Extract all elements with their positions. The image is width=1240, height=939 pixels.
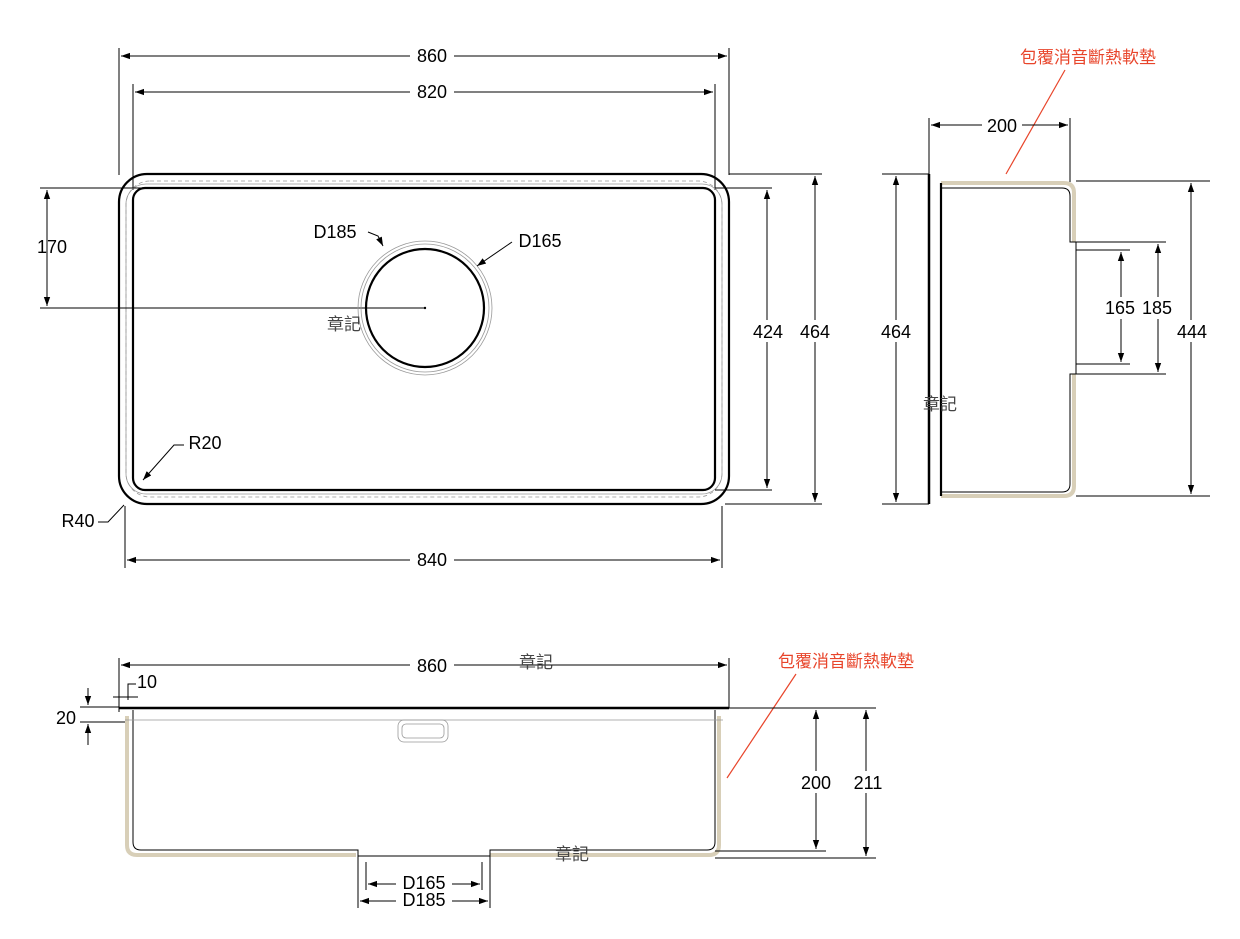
dim-depth-front: 200: [801, 773, 831, 793]
mark-front-bottom: 章記: [555, 845, 589, 865]
pad-label-side: 包覆消音斷熱軟墊: [1020, 48, 1156, 68]
dim-drain-outer-front: D185: [402, 890, 445, 910]
dim-bottom-width: 840: [417, 550, 447, 570]
label-d165: D165: [518, 231, 561, 251]
mark-side-view: 章記: [923, 395, 957, 415]
leader-r20: [142, 444, 184, 481]
drain-center: [423, 306, 427, 310]
label-bg: [1100, 297, 1176, 319]
leader-d165: [476, 241, 513, 267]
dim-inner-depth: 424: [753, 322, 783, 342]
dim-depth-side: 200: [987, 116, 1017, 136]
side-view: 包覆消音斷熱軟墊 200 464 章記 165 185: [878, 48, 1210, 505]
front-view: 860 章記 包覆消音斷熱軟墊 10 20 章記 200 211: [56, 652, 914, 910]
drain-outer-circle: [357, 240, 493, 376]
dim-flange-side: 464: [881, 322, 911, 342]
dim-edge-front: 10: [137, 672, 157, 692]
label-bg: [848, 771, 888, 793]
label-r40: R40: [61, 511, 94, 531]
overflow-slot-inner: [401, 723, 445, 739]
drain-inner-circle: [364, 247, 486, 369]
mark-front-top: 章記: [519, 653, 553, 673]
dim-drain-offset: 170: [37, 237, 67, 257]
top-view: 860 820 170 D185 D165 章記 424: [37, 44, 833, 570]
label-bg: [410, 654, 454, 676]
label-bg: [878, 320, 914, 342]
label-bg: [796, 771, 836, 793]
label-bg: [410, 44, 454, 66]
sink-bowl-inner: [131, 186, 717, 492]
label-bg: [1174, 320, 1210, 342]
pad-label-front: 包覆消音斷熱軟墊: [778, 652, 914, 672]
side-body: [941, 187, 1077, 493]
dim-outer-depth: 464: [800, 322, 830, 342]
dim-total-front: 211: [854, 773, 883, 793]
mark-top-view: 章記: [327, 315, 361, 335]
overflow-slot: [397, 719, 449, 743]
sink-outer-rim: [117, 172, 731, 506]
leader-10: [127, 683, 136, 700]
label-bg: [396, 870, 452, 910]
dim-drain-inner-side: 165: [1105, 298, 1135, 318]
label-bg: [410, 548, 454, 570]
sink-bowl-edge: [125, 183, 723, 495]
dim-total-side: 444: [1177, 322, 1207, 342]
label-bg: [410, 80, 454, 102]
front-pad: [125, 716, 721, 857]
dim-drain-outer-side: 185: [1142, 298, 1172, 318]
side-pad: [941, 181, 1076, 498]
dim-inner-width: 820: [417, 82, 447, 102]
label-bg: [750, 320, 786, 342]
dim-rim-front: 20: [56, 708, 76, 728]
drain-flange-circle: [360, 243, 490, 373]
leader-r40: [98, 504, 125, 523]
label-d185: D185: [313, 222, 356, 242]
pad-leader-front: [726, 673, 797, 779]
dim-overall-width: 860: [417, 46, 447, 66]
front-bowl: [132, 710, 716, 857]
label-bg: [797, 320, 833, 342]
leader-d185: [367, 231, 384, 247]
label-r20: R20: [188, 433, 221, 453]
dim-width-front: 860: [417, 656, 447, 676]
dim-drain-inner-front: D165: [402, 873, 445, 893]
label-bg: [982, 114, 1022, 136]
